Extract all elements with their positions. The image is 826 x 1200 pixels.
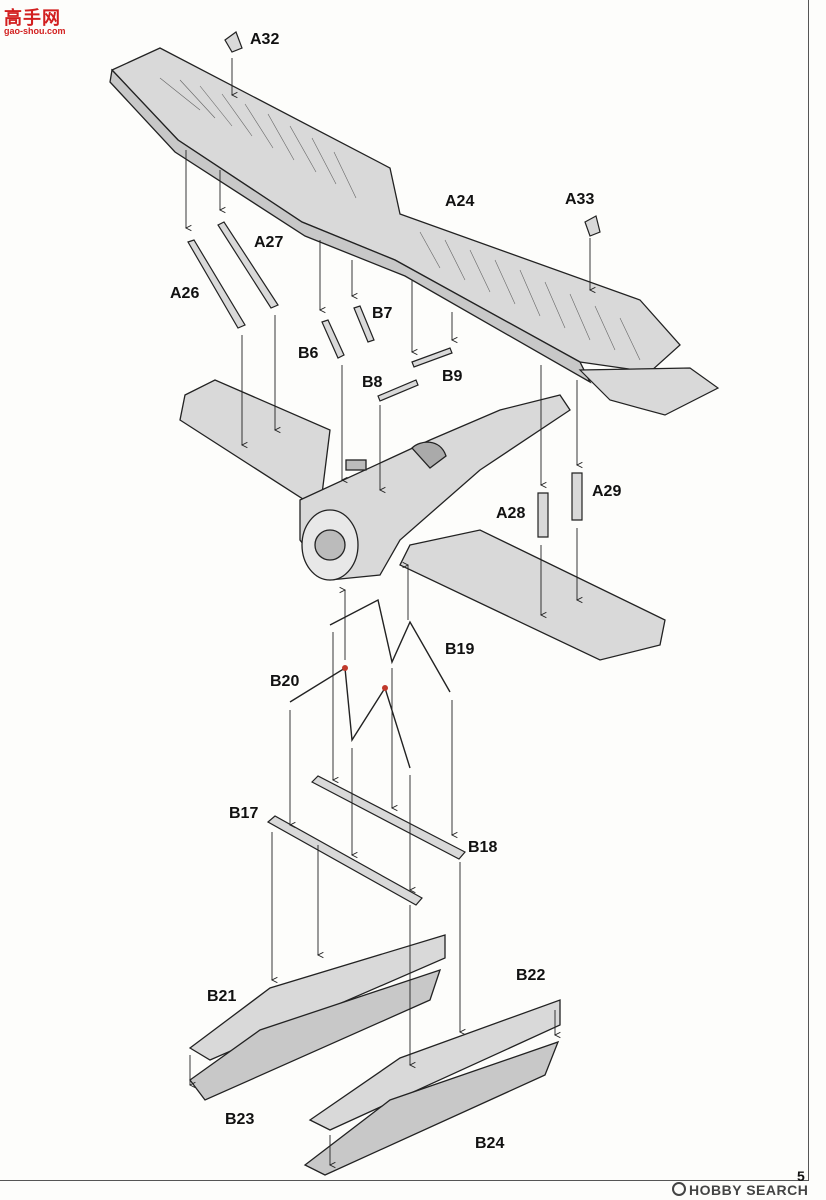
watermark: HOBBY SEARCH: [672, 1182, 808, 1198]
label-b8: B8: [362, 374, 383, 391]
strut-b20: [289, 666, 411, 769]
strut-b9: [411, 347, 453, 368]
fuselage: [299, 394, 571, 581]
strut-b19: [329, 598, 451, 693]
label-a32: A32: [250, 31, 279, 48]
label-b17: B17: [229, 805, 258, 822]
float-right: [303, 999, 561, 1176]
strut-a29: [571, 472, 583, 521]
strut-a27: [217, 221, 279, 309]
label-a33: A33: [565, 191, 594, 208]
label-a24: A24: [445, 193, 474, 210]
part-a33: [584, 215, 601, 237]
label-b24: B24: [475, 1135, 504, 1152]
strut-b7: [353, 305, 375, 343]
label-a26: A26: [170, 285, 199, 302]
lower-wing: [179, 379, 666, 661]
site-logo-subtext: gao-shou.com: [4, 26, 66, 36]
label-b18: B18: [468, 839, 497, 856]
label-b22: B22: [516, 967, 545, 984]
strut-a26: [187, 239, 246, 329]
label-a29: A29: [592, 483, 621, 500]
crossbar-b17: [266, 815, 423, 906]
site-logo: 高手网: [4, 8, 61, 28]
watermark-icon: [672, 1182, 686, 1196]
part-a32: [224, 31, 243, 53]
watermark-text: HOBBY SEARCH: [689, 1182, 809, 1198]
label-b6: B6: [298, 345, 319, 362]
label-a27: A27: [254, 234, 283, 251]
strut-b8: [377, 379, 419, 402]
label-b9: B9: [442, 368, 463, 385]
label-b21: B21: [207, 988, 236, 1005]
crossbar-b18: [310, 775, 466, 860]
label-b7: B7: [372, 305, 393, 322]
strut-a28: [537, 492, 549, 538]
label-a28: A28: [496, 505, 525, 522]
tail: [578, 367, 720, 416]
page-number: 5: [797, 1168, 805, 1184]
strut-b6: [321, 319, 345, 359]
label-b20: B20: [270, 673, 299, 690]
float-left: [188, 934, 446, 1101]
upper-wing: [109, 47, 681, 384]
page-border-bottom: [0, 1180, 809, 1181]
page-border-right: [808, 0, 809, 1180]
label-b19: B19: [445, 641, 474, 658]
label-b23: B23: [225, 1111, 254, 1128]
